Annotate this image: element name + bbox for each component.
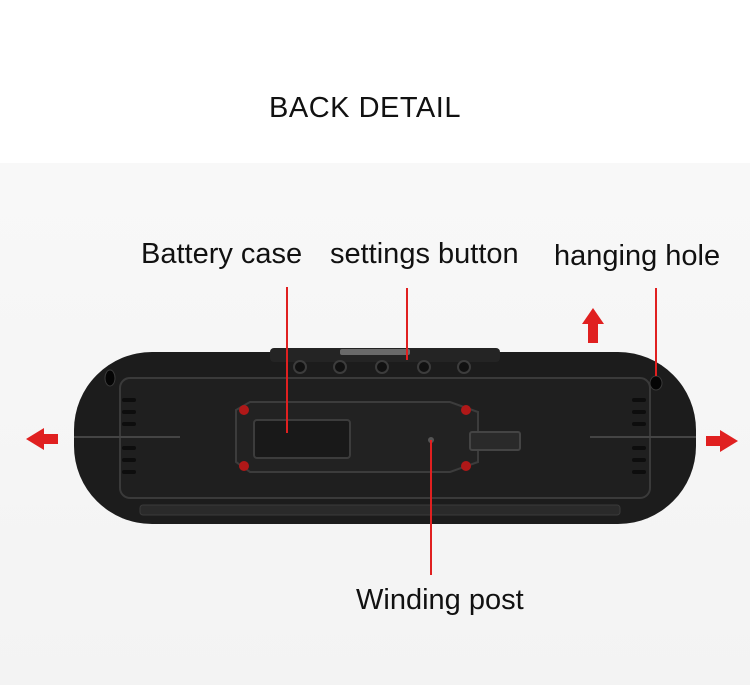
winding-post-leader [430, 440, 432, 575]
battery-case-leader [286, 287, 288, 433]
arrow-up-icon [582, 308, 604, 343]
right-vents [632, 398, 646, 474]
top-clip [340, 349, 410, 355]
header-area [0, 0, 750, 163]
winding-post-label: Winding post [356, 584, 524, 616]
settings-button-label: settings button [330, 238, 519, 270]
settings-buttons [293, 360, 471, 374]
battery-case-label: Battery case [141, 238, 303, 270]
left-hanging-hole [104, 369, 116, 387]
plate-screw [239, 405, 249, 415]
left-vents [122, 398, 136, 474]
hanging-hole-label: hanging hole [554, 240, 721, 272]
hanging-hole-leader [655, 288, 657, 376]
bottom-rail [139, 504, 621, 516]
arrow-right-icon [706, 430, 738, 452]
plate-screw [239, 461, 249, 471]
plate-screw [461, 405, 471, 415]
right-hanging-hole [649, 375, 663, 391]
arrow-left-icon [26, 428, 58, 450]
plate-screw [461, 461, 471, 471]
winding-post [469, 431, 521, 451]
page-title: BACK DETAIL [269, 92, 461, 124]
settings-button-leader [406, 288, 408, 360]
battery-case-cover [253, 419, 351, 459]
